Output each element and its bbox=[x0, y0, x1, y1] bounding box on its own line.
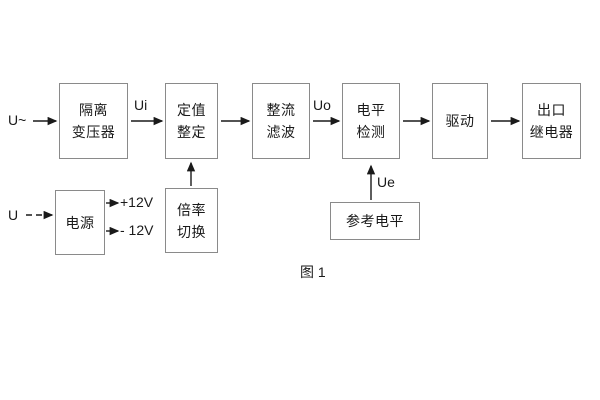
block-power-supply[interactable]: 电源 bbox=[55, 190, 105, 255]
signal-label-minus-12v: - 12V bbox=[120, 222, 154, 238]
block-label-line: 整流 bbox=[266, 102, 296, 118]
block-label-line: 检测 bbox=[356, 124, 386, 140]
signal-label-plus-12v: +12V bbox=[120, 194, 154, 210]
block-output-relay[interactable]: 出口 继电器 bbox=[522, 83, 581, 159]
signal-label-input-dc: U bbox=[8, 207, 19, 223]
block-rectifier-filter[interactable]: 整流 滤波 bbox=[252, 83, 310, 159]
block-label-line: 隔离 bbox=[79, 102, 108, 118]
signal-label-ue: Ue bbox=[377, 174, 395, 190]
signal-label-input-ac: U~ bbox=[8, 112, 27, 128]
block-label-line: 滤波 bbox=[266, 124, 296, 140]
block-level-detection[interactable]: 电平 检测 bbox=[342, 83, 400, 159]
block-label-line: 定值 bbox=[177, 102, 206, 118]
block-label-line: 参考电平 bbox=[346, 213, 404, 229]
block-setting-value[interactable]: 定值 整定 bbox=[165, 83, 218, 159]
block-drive[interactable]: 驱动 bbox=[432, 83, 488, 159]
block-label-line: 电平 bbox=[356, 102, 386, 118]
block-label-line: 变压器 bbox=[71, 124, 116, 140]
block-isolation-transformer[interactable]: 隔离 变压器 bbox=[59, 83, 128, 159]
figure-caption: 图 1 bbox=[300, 264, 326, 280]
block-label-line: 驱动 bbox=[445, 113, 475, 129]
block-label-line: 切换 bbox=[177, 223, 206, 240]
block-reference-level[interactable]: 参考电平 bbox=[330, 202, 420, 240]
signal-label-uo: Uo bbox=[313, 97, 331, 113]
block-multiplier-switch[interactable]: 倍率 切换 bbox=[165, 188, 218, 253]
block-label-line: 倍率 bbox=[177, 201, 206, 218]
block-label-line: 继电器 bbox=[529, 124, 574, 140]
block-label-line: 电源 bbox=[65, 214, 95, 231]
block-label-line: 整定 bbox=[177, 124, 206, 140]
signal-label-ui: Ui bbox=[134, 97, 148, 113]
block-label-line: 出口 bbox=[537, 102, 566, 118]
